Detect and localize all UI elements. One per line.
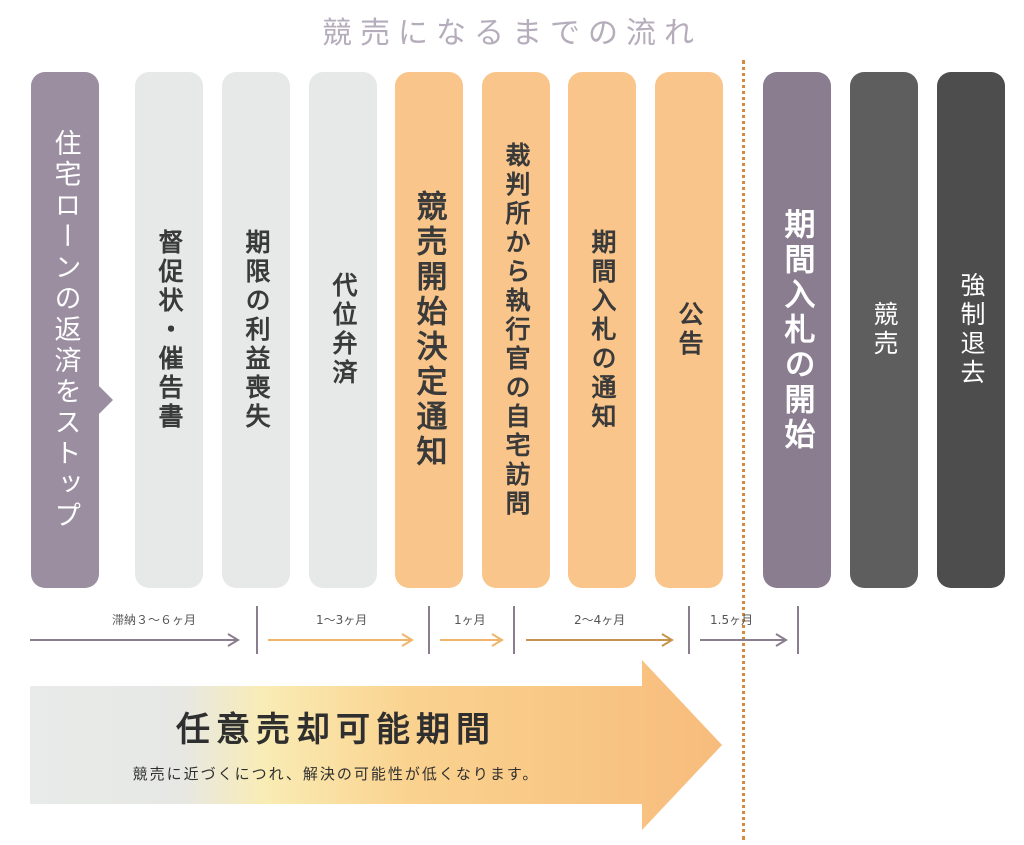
step-auction: 競売	[850, 72, 918, 588]
period-label-5: 1.5ヶ月	[710, 613, 754, 627]
banner-title: 任意売却可能期間	[176, 710, 496, 750]
timeline-tick-5	[797, 606, 799, 654]
step-bidding-start: 期間入札の開始	[763, 72, 831, 588]
timeline-tick-1	[256, 606, 258, 654]
period-label-3: 1ヶ月	[454, 613, 486, 627]
timeline-tick-2	[428, 606, 430, 654]
timeline-arrowhead-1	[227, 633, 240, 647]
step-public-notice: 公告	[655, 72, 723, 588]
period-label-4: 2～4ヶ月	[574, 613, 626, 627]
step-loss-of-benefit: 期限の利益喪失	[222, 72, 290, 588]
banner-subtitle: 競売に近づくにつれ、解決の可能性が低くなります。	[132, 765, 540, 783]
timeline-arrowhead-5	[775, 633, 788, 647]
step-stop-payment: 住宅ローンの返済をストップ	[31, 72, 113, 588]
diagram-title: 競売になるまでの流れ	[322, 16, 702, 51]
cutoff-dotted-line	[742, 60, 745, 840]
step-bailiff-visit: 裁判所から執行官の自宅訪問	[482, 72, 550, 588]
timeline-tick-4	[688, 606, 690, 654]
step-demand-letter: 督促状・催告書	[135, 72, 203, 588]
timeline-arrowhead-4	[661, 633, 674, 647]
timeline-tick-3	[513, 606, 515, 654]
step-auction-notice: 競売開始決定通知	[395, 72, 463, 588]
timeline-arrowhead-2	[401, 633, 414, 647]
period-label-1: 滞納３～６ヶ月	[112, 613, 197, 627]
step-eviction: 強制退去	[937, 72, 1005, 588]
step-subrogation: 代位弁済	[309, 72, 377, 588]
timeline-arrowhead-3	[491, 633, 504, 647]
voluntary-sale-period-arrow	[30, 660, 722, 830]
period-label-2: 1～3ヶ月	[316, 613, 368, 627]
step-bid-notice: 期間入札の通知	[568, 72, 636, 588]
